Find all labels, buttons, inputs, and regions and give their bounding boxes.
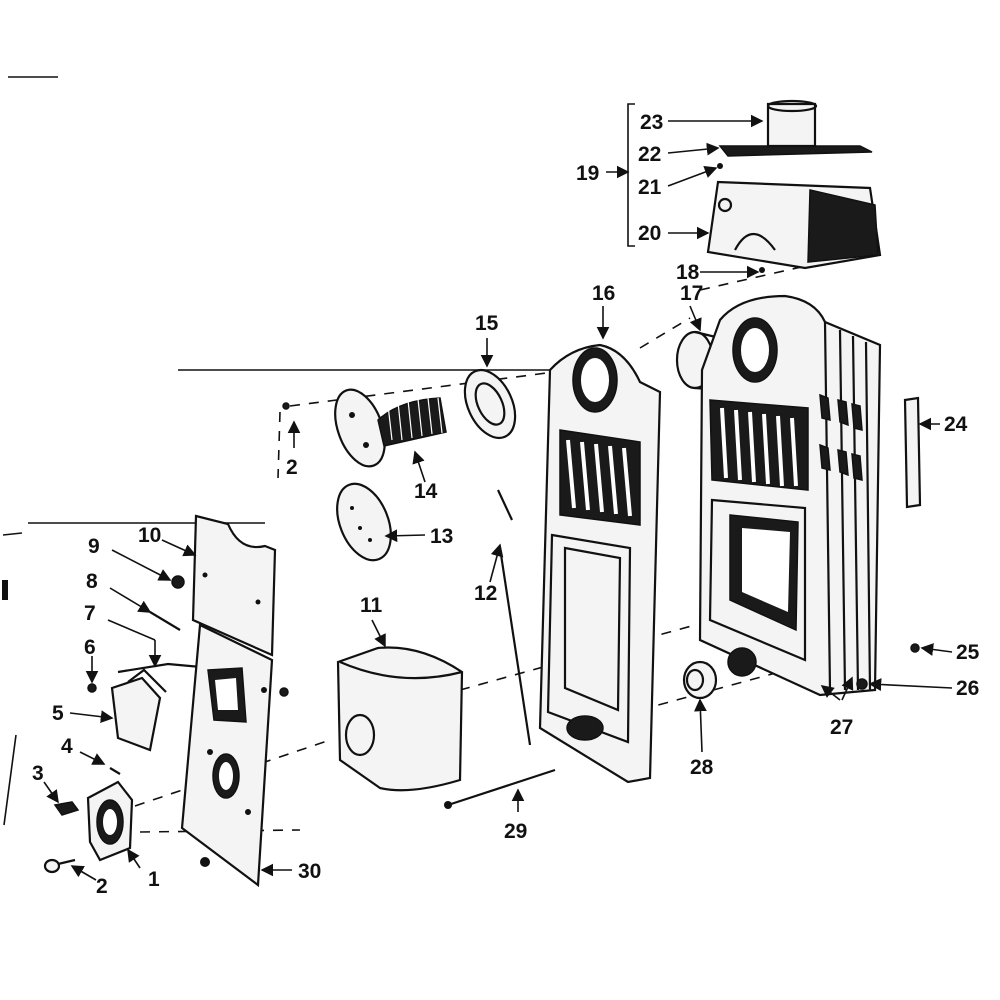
part-10-upper-plate [191, 514, 277, 657]
callout-1: 1 [148, 868, 160, 891]
callout-25: 25 [956, 641, 980, 664]
part-12-rod [497, 489, 532, 746]
callout-9: 9 [88, 535, 100, 558]
callout-7: 7 [84, 602, 96, 625]
panel-screw [279, 687, 289, 697]
callout-12: 12 [474, 582, 497, 605]
callout-13: 13 [430, 525, 453, 548]
part-4-pin [109, 767, 121, 775]
callout-3: 3 [32, 762, 44, 785]
part-27-boiler-sections [698, 294, 882, 697]
callout-15: 15 [475, 312, 499, 335]
part-24-strip [903, 396, 922, 509]
callout-labels: 1 2 3 4 5 6 7 8 9 10 11 12 13 14 15 16 1… [32, 111, 980, 898]
callout-2-repeat: 2 [286, 456, 298, 479]
callout-5: 5 [52, 702, 64, 725]
part-20-flue-hood [706, 180, 882, 270]
coil-screw [282, 402, 290, 410]
callout-20: 20 [638, 222, 661, 245]
part-9-nut [171, 575, 185, 589]
part-22-top-plate [718, 145, 873, 157]
part-5-door [110, 668, 167, 752]
callout-11: 11 [360, 594, 383, 617]
part-6-knob [87, 683, 97, 693]
part-15-gasket [463, 368, 517, 440]
callout-23: 23 [640, 111, 663, 134]
part-25-plug [910, 643, 920, 653]
callout-4: 4 [61, 735, 73, 758]
part-16-front-section [538, 343, 662, 784]
part-26-plug [856, 678, 868, 690]
callout-14: 14 [414, 480, 438, 503]
part-3-clip [53, 801, 80, 816]
part-23-flue-collar [766, 99, 818, 148]
part-30-front-panel [180, 623, 274, 888]
leader-lines [43, 103, 953, 881]
part-2-screw [43, 858, 76, 874]
callout-10: 10 [138, 524, 161, 547]
part-13-disc [336, 482, 392, 562]
part-1-flange [86, 780, 134, 862]
callout-17: 17 [680, 282, 703, 305]
part-14-coil-assembly [334, 388, 447, 468]
part-28-plug [682, 660, 718, 700]
callout-27: 27 [830, 716, 853, 739]
callout-16: 16 [592, 282, 615, 305]
callout-19: 19 [576, 162, 599, 185]
part-18-screw [759, 267, 765, 273]
callout-18: 18 [676, 261, 700, 284]
callout-6: 6 [84, 636, 96, 659]
part-29-tie-rod [444, 768, 556, 809]
plate-rivet [202, 572, 208, 578]
plate-rivet [255, 599, 261, 605]
callout-2: 2 [96, 875, 108, 898]
callout-21: 21 [638, 176, 662, 199]
callout-24: 24 [944, 413, 968, 436]
part-8-rod [149, 611, 181, 631]
part-21-screw [717, 163, 723, 169]
callout-29: 29 [504, 820, 527, 843]
part-11-combustion-chamber [336, 646, 464, 792]
callout-22: 22 [638, 143, 661, 166]
callout-26: 26 [956, 677, 979, 700]
callout-8: 8 [86, 570, 98, 593]
callout-30: 30 [298, 860, 321, 883]
callout-28: 28 [690, 756, 714, 779]
